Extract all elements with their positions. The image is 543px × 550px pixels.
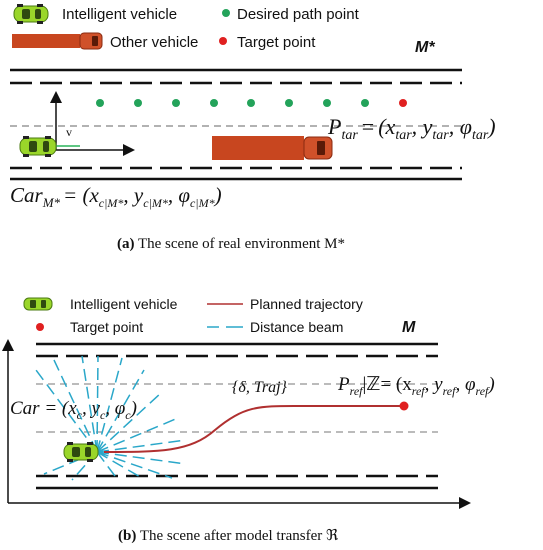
desired-point [361,99,369,107]
axis-label-v: v [66,125,72,139]
legend-intelligent-vehicle-icon-b [23,297,53,311]
desired-point [172,99,180,107]
caption-a: (a) The scene of real environment M* [117,236,345,252]
road-b [36,342,438,490]
panel-b: Intelligent vehicle Planned trajectory T… [1,296,495,544]
legend-intelligent-vehicle-icon [13,4,49,24]
car-formula-b: Car = (xc, yc, φc) [10,398,137,422]
legend-b: Intelligent vehicle Planned trajectory T… [23,296,363,335]
action-label: {δ, Traj} [232,379,288,396]
target-formula-b: Pref|ℤ= (xref, yref, φref) [337,374,495,398]
road-a [10,68,462,181]
legend-desired-path-point-label: Desired path point [237,6,360,23]
desired-point [96,99,104,107]
intelligent-vehicle-b [63,442,99,462]
legend-target-point-icon [219,37,227,45]
map-label-m-star: M* [415,39,435,56]
legend-target-point-label: Target point [237,34,316,51]
planned-trajectory [103,404,403,453]
other-vehicle-truck [212,136,333,160]
desired-path-points [96,99,407,107]
target-point-b [399,401,409,411]
desired-point [247,99,255,107]
desired-point [323,99,331,107]
legend-planned-trajectory-label: Planned trajectory [250,296,363,312]
target-formula-a: Ptar=(xtar, ytar, φtar) [327,114,496,143]
car-formula-a: CarM*= (xc|M*, yc|M*, φc|M*) [10,183,222,210]
legend-b-target-point-label: Target point [70,319,143,335]
legend-other-vehicle-icon [12,32,103,50]
intelligent-vehicle-a [19,136,57,157]
map-label-m: M [402,319,416,336]
legend-a: Intelligent vehicle Desired path point O… [12,4,360,51]
panel-a: Intelligent vehicle Desired path point O… [10,4,496,252]
desired-point [134,99,142,107]
desired-point [285,99,293,107]
legend-intelligent-vehicle-label: Intelligent vehicle [62,6,177,23]
caption-b: (b) The scene after model transfer ℜ [118,528,339,544]
target-point-a [399,99,407,107]
frame-axes-b [1,339,471,509]
legend-b-target-point-icon [36,323,44,331]
legend-b-intelligent-vehicle-label: Intelligent vehicle [70,296,178,312]
legend-desired-point-icon [222,9,230,17]
legend-distance-beam-label: Distance beam [250,319,343,335]
legend-other-vehicle-label: Other vehicle [110,34,198,51]
distance-beams [35,355,187,481]
desired-point [210,99,218,107]
